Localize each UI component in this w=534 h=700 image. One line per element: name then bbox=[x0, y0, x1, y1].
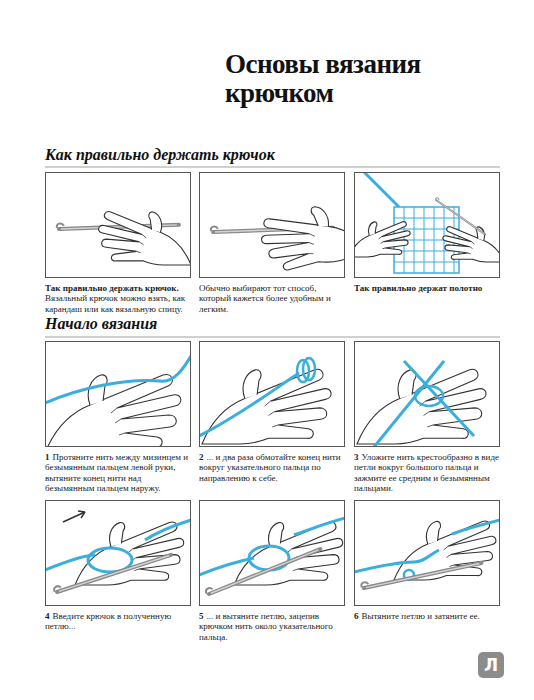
drawing-part bbox=[211, 196, 344, 277]
step-panel: Обычно выбирают тот способ, который каже… bbox=[199, 172, 345, 314]
panel-art bbox=[45, 356, 191, 453]
drawing-part bbox=[374, 361, 474, 446]
caption-text: ... и вытяните петлю, зацепив крючком ни… bbox=[199, 611, 333, 642]
illustration-frame bbox=[354, 341, 500, 447]
drawing-part bbox=[200, 373, 299, 436]
panel-art bbox=[354, 520, 500, 588]
caption: 1Протяните нить между мизинцем и безымян… bbox=[45, 452, 191, 493]
drawing-part bbox=[46, 356, 190, 403]
illustration-frame bbox=[199, 341, 345, 447]
caption: Обычно выбирают тот способ, который каже… bbox=[199, 283, 345, 314]
page-title: Основы вязания крючком bbox=[225, 50, 465, 108]
step-panel: 4Введите крючок в полученную петлю... bbox=[45, 500, 191, 632]
drawing-part bbox=[63, 511, 85, 522]
panel-art bbox=[357, 361, 486, 447]
panel-art bbox=[199, 518, 345, 595]
drawing-part bbox=[303, 358, 315, 380]
caption: 4Введите крючок в полученную петлю... bbox=[45, 611, 191, 632]
illustration-frame bbox=[354, 172, 500, 278]
step-panel: 2... и два раза обмотайте конец нити вок… bbox=[199, 341, 345, 483]
drawing-part bbox=[46, 511, 190, 593]
step-panel: 1Протяните нить между мизинцем и безымян… bbox=[45, 341, 191, 493]
illustration-frame bbox=[199, 500, 345, 606]
drawing-part bbox=[355, 520, 499, 588]
caption-text: Введите крючок в полученную петлю... bbox=[45, 611, 171, 631]
panel-art bbox=[57, 212, 191, 265]
drawing-part bbox=[57, 212, 190, 265]
section-rule bbox=[45, 337, 500, 338]
panel-art bbox=[45, 511, 191, 593]
drawing-part bbox=[46, 356, 190, 446]
drawing-part bbox=[200, 518, 344, 595]
illustration-frame bbox=[45, 500, 191, 606]
caption: 2... и два раза обмотайте конец нити вок… bbox=[199, 452, 345, 483]
step-number: 5 bbox=[199, 611, 204, 621]
caption-text: Вытяните петлю и затяните ее. bbox=[362, 611, 480, 621]
drawing-part bbox=[361, 558, 482, 589]
drawing-part bbox=[357, 361, 486, 446]
caption: 5... и вытяните петлю, зацепив крючком н… bbox=[199, 611, 345, 642]
panel-art bbox=[349, 172, 504, 273]
illustration-frame bbox=[199, 172, 345, 278]
step-number: 6 bbox=[354, 611, 359, 621]
drawing-part bbox=[46, 374, 181, 446]
panel-art bbox=[199, 358, 331, 444]
illustration-frame bbox=[354, 500, 500, 606]
drawing-part bbox=[355, 222, 410, 257]
caption-text: Уложите нить крестообразно в виде петли … bbox=[354, 452, 499, 493]
step-number: 2 bbox=[199, 452, 204, 462]
step-panel: 6Вытяните петлю и затяните ее. bbox=[354, 500, 500, 621]
drawing-part bbox=[257, 196, 344, 277]
drawing-part bbox=[53, 550, 171, 593]
step-number: 4 bbox=[45, 611, 50, 621]
drawing-part bbox=[205, 544, 320, 595]
illustration-frame bbox=[45, 341, 191, 447]
section-heading: Начало вязания bbox=[45, 315, 163, 333]
drawing-part bbox=[443, 227, 499, 262]
drawing-part bbox=[364, 173, 399, 207]
step-number: 3 bbox=[354, 452, 359, 462]
drawing-part bbox=[355, 173, 499, 273]
drawing-part bbox=[46, 520, 190, 570]
step-panel: Так правильно держать крючок.Вязальный к… bbox=[45, 172, 191, 314]
caption-text: Так правильно держать крючок. bbox=[45, 283, 191, 293]
drawing-part bbox=[75, 522, 184, 585]
section-heading: Как правильно держать крючок bbox=[45, 146, 281, 164]
caption-text: Обычно выбирают тот способ, который каже… bbox=[199, 283, 331, 314]
drawing-part bbox=[415, 386, 443, 406]
panel-art bbox=[211, 196, 371, 279]
drawing-part bbox=[99, 212, 190, 265]
publisher-logo: Л bbox=[478, 652, 504, 678]
caption: Так правильно держат полотно bbox=[354, 283, 500, 293]
step-panel: Так правильно держат полотно bbox=[354, 172, 500, 293]
caption-text: ... и два раза обмотайте конец нити вокр… bbox=[199, 452, 341, 483]
step-number: 1 bbox=[45, 452, 50, 462]
drawing-part bbox=[435, 197, 487, 234]
caption: Так правильно держать крючок.Вязальный к… bbox=[45, 283, 191, 314]
drawing-part bbox=[249, 546, 289, 570]
illustration-frame bbox=[45, 172, 191, 278]
drawing-part bbox=[200, 358, 331, 444]
section-rule bbox=[45, 167, 500, 168]
caption-text: Протяните нить между мизинцем и безымянн… bbox=[45, 452, 188, 493]
step-panel: 3Уложите нить крестообразно в виде петли… bbox=[354, 341, 500, 493]
drawing-part bbox=[202, 369, 331, 444]
step-panel: 5... и вытяните петлю, зацепив крючком н… bbox=[199, 500, 345, 642]
caption: 6Вытяните петлю и затяните ее. bbox=[354, 611, 500, 621]
caption-text: Вязальный крючок можно взять, как каранд… bbox=[45, 293, 191, 314]
caption-text: Так правильно держат полотно bbox=[354, 283, 482, 293]
caption: 3Уложите нить крестообразно в виде петли… bbox=[354, 452, 500, 493]
